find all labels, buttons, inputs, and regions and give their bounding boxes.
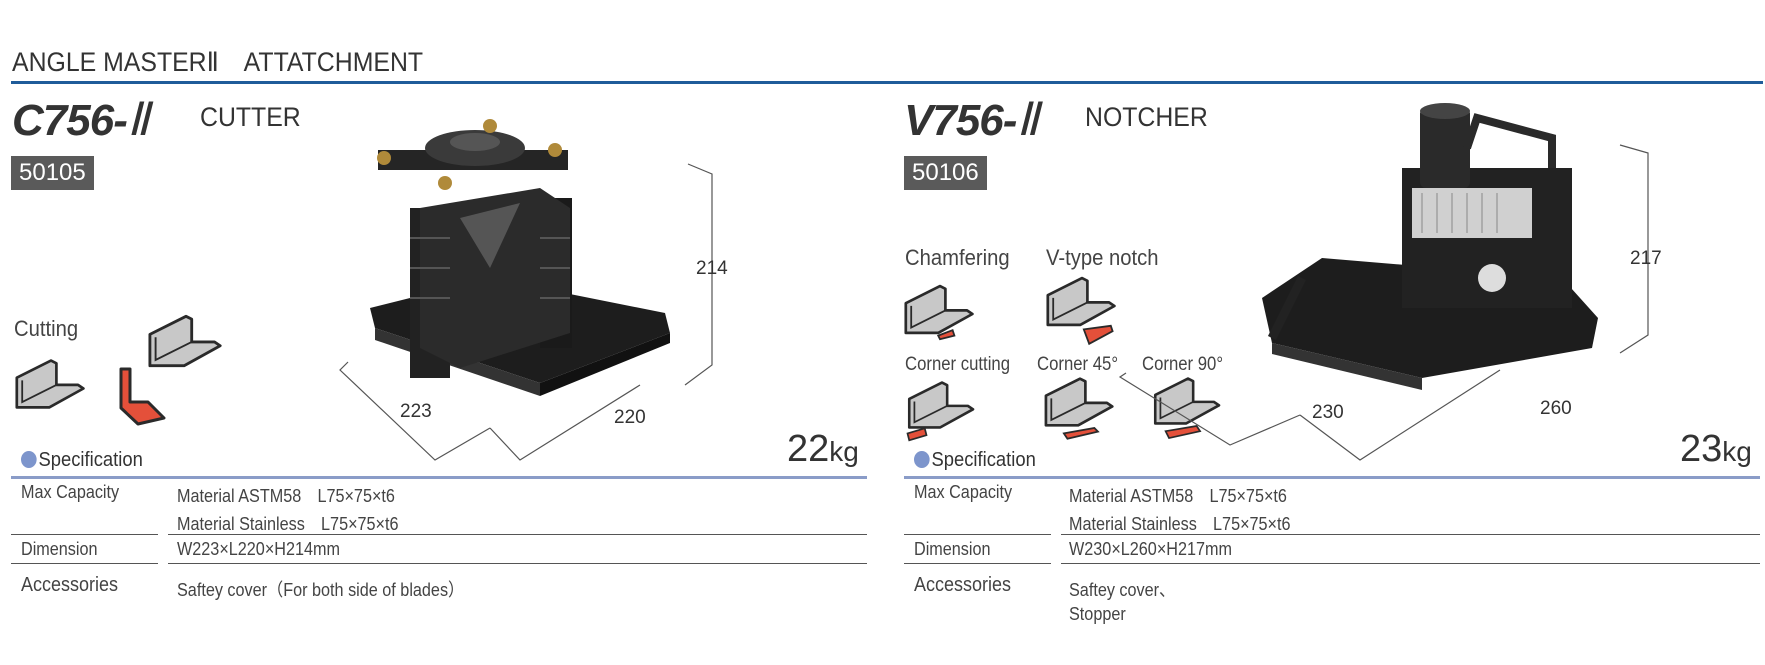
- model-number: C756-: [12, 96, 128, 145]
- operation-corner-cutting-label: Corner cutting: [905, 354, 1011, 375]
- operation-v-notch-label: V-type notch: [1046, 245, 1159, 270]
- product-model: V756-Ⅱ: [904, 92, 1039, 146]
- bullet-dot-icon: [914, 451, 930, 468]
- angle-cut-icon: [148, 308, 224, 374]
- accessories-label: Accessories: [914, 574, 1012, 596]
- product-kind: CUTTER: [200, 102, 301, 132]
- operation-cutting-label: Cutting: [14, 316, 79, 341]
- row-divider: [11, 563, 158, 564]
- notcher-dimension-lines: [1118, 144, 1649, 461]
- weight-unit: kg: [1722, 436, 1752, 467]
- product-model: C756-Ⅱ: [12, 92, 150, 146]
- row-divider: [11, 534, 158, 535]
- width-dimension: 223: [400, 401, 432, 422]
- cut-piece-icon: [119, 367, 166, 426]
- row-divider: [904, 534, 1051, 535]
- max-capacity-value: Material ASTM58 L75×75×t6: [177, 486, 395, 506]
- cutter-product-image: [370, 119, 670, 396]
- row-divider: [1061, 534, 1760, 535]
- row-divider: [904, 563, 1051, 564]
- dimension-label: Dimension: [21, 539, 98, 559]
- accessories-value: Stopper: [1069, 604, 1126, 624]
- cutter-dimension-lines: [339, 163, 713, 461]
- weight-unit: kg: [829, 436, 859, 467]
- spec-divider: [904, 476, 1760, 479]
- accessories-label: Accessories: [21, 574, 119, 596]
- accessories-value: Saftey cover、: [1069, 580, 1176, 600]
- dimension-value: W230×L260×H217mm: [1069, 539, 1232, 559]
- notcher-product-image: [1262, 103, 1598, 390]
- specification-heading: Specification: [914, 449, 1036, 472]
- dimension-label: Dimension: [914, 539, 991, 559]
- title-divider: [11, 81, 1763, 84]
- accessories-value: Saftey cover（For both side of blades）: [177, 580, 465, 600]
- width-dimension: 230: [1312, 402, 1344, 423]
- max-capacity-value: Material Stainless L75×75×t6: [177, 514, 399, 534]
- specification-heading: Specification: [21, 449, 143, 472]
- max-capacity-label: Max Capacity: [21, 482, 120, 502]
- specification-label: Specification: [38, 449, 143, 471]
- row-divider: [168, 534, 867, 535]
- bullet-dot-icon: [21, 451, 37, 468]
- model-number: V756-: [904, 96, 1017, 145]
- model-roman: Ⅱ: [1016, 94, 1039, 145]
- corner-cutting-icon: [906, 380, 978, 442]
- max-capacity-value: Material ASTM58 L75×75×t6: [1069, 486, 1287, 506]
- operation-corner-90-label: Corner 90°: [1142, 354, 1224, 375]
- max-capacity-value: Material Stainless L75×75×t6: [1069, 514, 1291, 534]
- weight: 23kg: [1680, 428, 1752, 471]
- chamfering-icon: [904, 282, 976, 341]
- v-notch-icon: [1046, 274, 1118, 346]
- weight-value: 22: [787, 428, 830, 470]
- length-dimension: 220: [614, 407, 646, 428]
- model-roman: Ⅱ: [126, 94, 150, 145]
- row-divider: [168, 563, 867, 564]
- angle-stock-icon: [15, 344, 87, 424]
- specification-label: Specification: [931, 449, 1036, 471]
- spec-divider: [11, 476, 867, 479]
- max-capacity-label: Max Capacity: [914, 482, 1013, 502]
- weight-value: 23: [1680, 428, 1723, 470]
- operation-chamfering-label: Chamfering: [905, 245, 1010, 270]
- corner-45-icon: [1044, 376, 1116, 440]
- dimension-value: W223×L220×H214mm: [177, 539, 340, 559]
- product-code-badge: 50106: [904, 156, 987, 190]
- length-dimension: 260: [1540, 398, 1572, 419]
- row-divider: [1061, 563, 1760, 564]
- corner-90-icon: [1152, 376, 1224, 440]
- operation-corner-45-label: Corner 45°: [1037, 354, 1119, 375]
- page-title: ANGLE MASTERⅡ ATTATCHMENT: [12, 47, 424, 77]
- height-dimension: 214: [696, 258, 728, 279]
- product-code-badge: 50105: [11, 156, 94, 190]
- product-kind: NOTCHER: [1085, 102, 1208, 132]
- weight: 22kg: [787, 428, 859, 471]
- height-dimension: 217: [1630, 248, 1662, 269]
